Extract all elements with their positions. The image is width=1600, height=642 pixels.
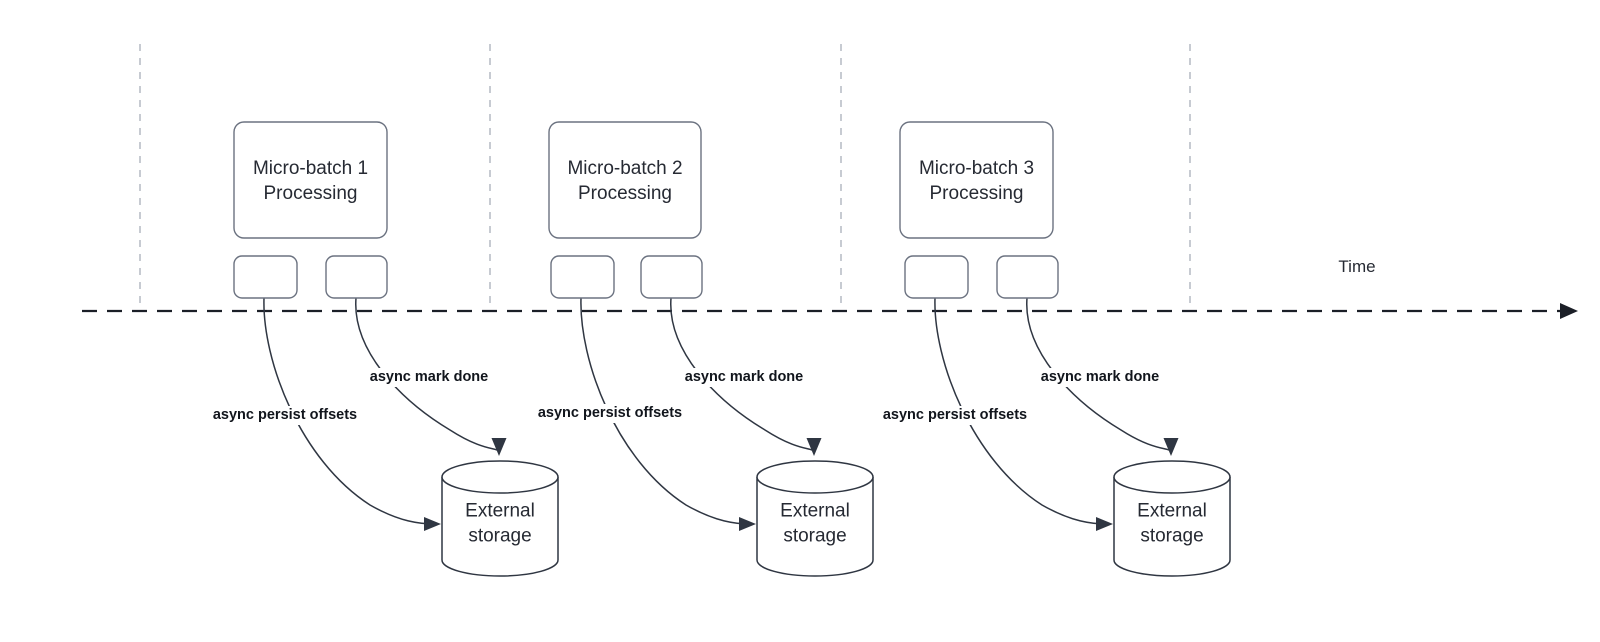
- external-storage-2-line1: External: [780, 501, 850, 522]
- async-mark-done-edge-3-label: async mark done: [1041, 369, 1159, 385]
- external-storage-1-body[interactable]: [441, 477, 559, 577]
- time-axis-label: Time: [1338, 257, 1375, 276]
- mark-done-task-3[interactable]: [996, 255, 1059, 299]
- async-persist-offsets-edge-3-label-bg: [867, 406, 1043, 425]
- micro-batch-2-box[interactable]: [548, 121, 702, 239]
- async-persist-offsets-edge-2-path: [580, 297, 752, 525]
- async-mark-done-edge-2-path: [670, 297, 813, 451]
- async-persist-offsets-edge-2-label-bg: [522, 404, 698, 423]
- async-persist-offsets-edge-1-label: async persist offsets: [213, 407, 357, 423]
- async-persist-offsets-edge-3-arrowhead: [1096, 517, 1113, 531]
- micro-batch-3-box-label: Micro-batch 3 Processing: [919, 158, 1034, 204]
- micro-batch-1-box-label: Micro-batch 1 Processing: [253, 158, 368, 204]
- micro-batch-2-box-line2: Processing: [578, 183, 672, 204]
- async-persist-offsets-edge-1-path: [263, 297, 437, 525]
- mark-done-task-2[interactable]: [640, 255, 703, 299]
- micro-batch-1-box-line2: Processing: [264, 183, 358, 204]
- external-storage-3-line2: storage: [1140, 526, 1203, 547]
- async-mark-done-edge-1-path: [355, 297, 498, 451]
- async-persist-offsets-edge-3-label: async persist offsets: [883, 407, 1027, 423]
- async-persist-offsets-edge-1-label-bg: [197, 406, 373, 425]
- persist-offsets-task-1[interactable]: [233, 255, 298, 299]
- external-storage-3-label: External storage: [1137, 501, 1207, 547]
- external-storage-2-body[interactable]: [756, 477, 874, 577]
- async-mark-done-edge-2-label-bg: [679, 368, 809, 387]
- mark-done-task-1[interactable]: [325, 255, 388, 299]
- external-storage-2-top: [756, 460, 874, 494]
- async-mark-done-edge-3-label-bg: [1035, 368, 1165, 387]
- async-mark-done-edge-1-label-bg: [364, 368, 494, 387]
- async-persist-offsets-edge-1-arrowhead: [424, 517, 441, 531]
- external-storage-1-top: [441, 460, 559, 494]
- async-mark-done-edge-2-label: async mark done: [685, 369, 803, 385]
- external-storage-2-label: External storage: [780, 501, 850, 547]
- persist-offsets-task-2[interactable]: [550, 255, 615, 299]
- external-storage-2-line2: storage: [783, 526, 846, 547]
- async-persist-offsets-edge-2-label: async persist offsets: [538, 405, 682, 421]
- async-mark-done-edge-3-arrowhead: [1163, 438, 1179, 456]
- async-mark-done-edge-2-arrowhead: [806, 438, 822, 456]
- micro-batch-2-box-line1: Micro-batch 2: [567, 158, 682, 179]
- external-storage-1-line2: storage: [468, 526, 531, 547]
- external-storage-3-body[interactable]: [1113, 477, 1231, 577]
- external-storage-1-line1: External: [465, 501, 535, 522]
- micro-batch-1-box[interactable]: [233, 121, 388, 239]
- async-persist-offsets-edge-3-path: [934, 297, 1109, 525]
- micro-batch-2-box-label: Micro-batch 2 Processing: [567, 158, 682, 204]
- async-mark-done-edge-1-arrowhead: [491, 438, 507, 456]
- micro-batch-3-box[interactable]: [899, 121, 1054, 239]
- micro-batch-1-box-line1: Micro-batch 1: [253, 158, 368, 179]
- external-storage-1-label: External storage: [465, 501, 535, 547]
- async-mark-done-edge-1-label: async mark done: [370, 369, 488, 385]
- persist-offsets-task-3[interactable]: [904, 255, 969, 299]
- external-storage-3-top: [1113, 460, 1231, 494]
- micro-batch-3-box-line1: Micro-batch 3: [919, 158, 1034, 179]
- async-persist-offsets-edge-2-arrowhead: [739, 517, 756, 531]
- async-mark-done-edge-3-path: [1026, 297, 1170, 451]
- external-storage-3-line1: External: [1137, 501, 1207, 522]
- time-axis-arrowhead: [1560, 303, 1578, 319]
- micro-batch-3-box-line2: Processing: [930, 183, 1024, 204]
